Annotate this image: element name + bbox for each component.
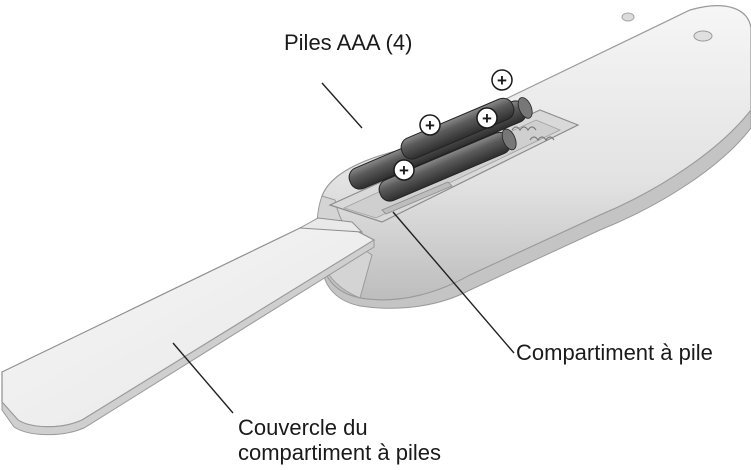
plus-icon: + [393,159,415,181]
top-button-icon [693,30,713,42]
svg-text:+: + [497,71,507,90]
svg-text:+: + [425,116,435,135]
plus-icon: + [419,114,441,136]
leader-lines [172,82,515,414]
battery-aaa [378,128,517,202]
plus-icon: + [491,69,513,91]
leader-line-compartment [392,211,515,354]
label-cover: Couvercle du compartiment à piles [238,415,441,465]
spring-contact-icon [511,126,555,142]
svg-text:+: + [399,161,409,180]
svg-text:+: + [482,109,492,128]
label-cover-line1: Couvercle du [238,415,368,440]
leader-line-batteries [321,82,363,129]
label-cover-line2: compartiment à piles [238,440,441,465]
battery-cover [1,217,376,436]
label-batteries: Piles AAA (4) [284,30,413,55]
label-compartment: Compartiment à pile [516,340,713,365]
leader-line-cover [172,342,234,414]
polarity-markers: + + + + [393,69,513,181]
plus-icon: + [476,107,498,129]
